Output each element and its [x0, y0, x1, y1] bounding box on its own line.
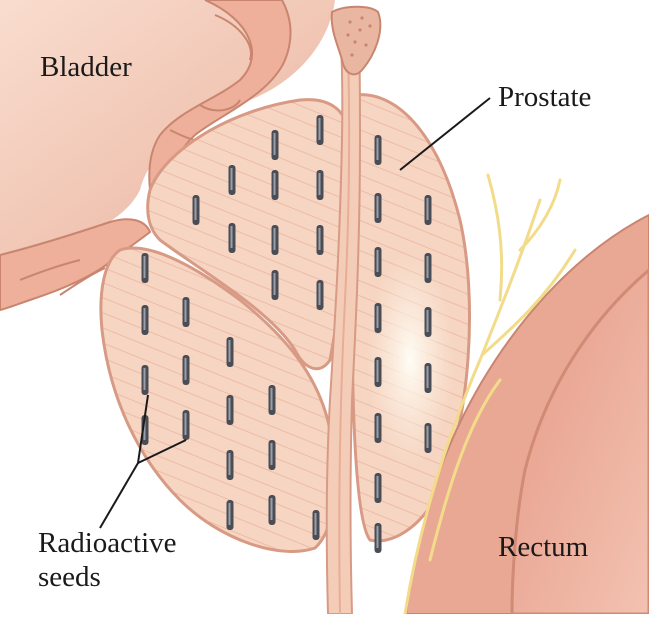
- radioactive-seed-highlight: [377, 196, 379, 218]
- radioactive-seed-highlight: [377, 360, 379, 382]
- radioactive-seeds-label-line1: Radioactive: [38, 526, 177, 560]
- radioactive-seed-highlight: [427, 426, 429, 448]
- radioactive-seed-highlight: [377, 306, 379, 328]
- radioactive-seeds-label-line2: seeds: [38, 560, 177, 594]
- urethra-top: [332, 7, 381, 75]
- radioactive-seed-highlight: [377, 526, 379, 548]
- radioactive-seed-highlight: [195, 198, 197, 220]
- radioactive-seed-highlight: [274, 273, 276, 295]
- radioactive-seed-highlight: [427, 256, 429, 278]
- radioactive-seed-highlight: [319, 283, 321, 305]
- radioactive-seed-highlight: [377, 138, 379, 160]
- radioactive-seed-highlight: [274, 228, 276, 250]
- radioactive-seed-highlight: [271, 443, 273, 465]
- radioactive-seed-highlight: [427, 366, 429, 388]
- radioactive-seed-highlight: [229, 340, 231, 362]
- bladder-label: Bladder: [40, 50, 132, 84]
- radioactive-seed-highlight: [229, 503, 231, 525]
- prostate-label: Prostate: [498, 80, 591, 114]
- seeds-leader-line-3: [100, 463, 138, 528]
- radioactive-seed-highlight: [377, 476, 379, 498]
- radioactive-seed-highlight: [185, 300, 187, 322]
- radioactive-seed-highlight: [185, 413, 187, 435]
- radioactive-seed-highlight: [144, 256, 146, 278]
- radioactive-seeds-label: Radioactive seeds: [38, 526, 177, 594]
- radioactive-seed-highlight: [319, 228, 321, 250]
- radioactive-seed-highlight: [319, 118, 321, 140]
- radioactive-seed-highlight: [271, 388, 273, 410]
- radioactive-seed-highlight: [315, 513, 317, 535]
- radioactive-seed-highlight: [231, 226, 233, 248]
- radioactive-seed-highlight: [229, 453, 231, 475]
- radioactive-seed-highlight: [427, 198, 429, 220]
- radioactive-seed-highlight: [274, 173, 276, 195]
- radioactive-seed-highlight: [144, 308, 146, 330]
- radioactive-seed-highlight: [377, 250, 379, 272]
- radioactive-seed-highlight: [271, 498, 273, 520]
- rectum-label: Rectum: [498, 530, 588, 564]
- radioactive-seed-highlight: [427, 310, 429, 332]
- radioactive-seed-highlight: [231, 168, 233, 190]
- radioactive-seed-highlight: [144, 368, 146, 390]
- radioactive-seed-highlight: [229, 398, 231, 420]
- radioactive-seed-highlight: [274, 133, 276, 155]
- radioactive-seed-highlight: [377, 416, 379, 438]
- radioactive-seed-highlight: [185, 358, 187, 380]
- radioactive-seed-highlight: [319, 173, 321, 195]
